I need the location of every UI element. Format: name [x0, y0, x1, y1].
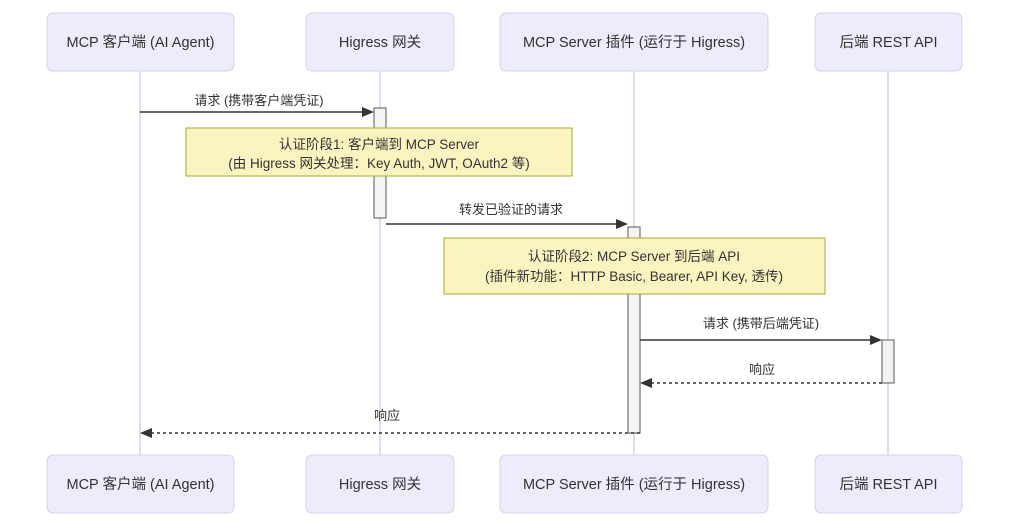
- message-label-m2: 转发已验证的请求: [459, 202, 563, 217]
- participant-box-backend-bottom[interactable]: [814, 454, 963, 514]
- message-label-m3: 请求 (携带后端凭证): [703, 316, 819, 331]
- arrow-head-m3: [870, 335, 882, 345]
- message-m5: 响应: [140, 408, 640, 438]
- message-m4: 响应: [640, 362, 882, 388]
- note-box-note2: [443, 237, 826, 295]
- participant-footer-plugin[interactable]: MCP Server 插件 (运行于 Higress): [499, 454, 769, 514]
- message-m3: 请求 (携带后端凭证): [640, 316, 882, 345]
- arrow-head-m2: [616, 219, 628, 229]
- note-line1-note2: 认证阶段2: MCP Server 到后端 API: [528, 249, 740, 264]
- arrow-head-m1: [362, 107, 374, 117]
- participant-box-backend-top[interactable]: [814, 12, 963, 72]
- participant-label-backend-top: 后端 REST API: [839, 34, 937, 51]
- participant-label-backend-bottom: 后端 REST API: [839, 476, 937, 493]
- participant-label-client-bottom: MCP 客户端 (AI Agent): [67, 476, 215, 493]
- participant-header-higress[interactable]: Higress 网关: [305, 12, 455, 72]
- participant-label-higress-bottom: Higress 网关: [339, 476, 421, 493]
- participant-box-plugin-bottom[interactable]: [499, 454, 769, 514]
- participant-footer-client[interactable]: MCP 客户端 (AI Agent): [46, 454, 235, 514]
- message-m1: 请求 (携带客户端凭证): [140, 93, 374, 117]
- participant-box-higress-bottom[interactable]: [305, 454, 455, 514]
- participant-box-higress-top[interactable]: [305, 12, 455, 72]
- note-line2-note1: (由 Higress 网关处理：Key Auth, JWT, OAuth2 等): [228, 155, 530, 171]
- activation-bar-backend: [881, 339, 895, 384]
- note-line2-note2: (插件新功能：HTTP Basic, Bearer, API Key, 透传): [485, 269, 783, 284]
- participant-header-client[interactable]: MCP 客户端 (AI Agent): [46, 12, 235, 72]
- note-note1: 认证阶段1: 客户端到 MCP Server (由 Higress 网关处理：K…: [185, 127, 573, 177]
- participant-header-backend[interactable]: 后端 REST API: [814, 12, 963, 72]
- participant-label-plugin-top: MCP Server 插件 (运行于 Higress): [523, 34, 745, 51]
- message-m2: 转发已验证的请求: [386, 202, 628, 229]
- participant-box-plugin-top[interactable]: [499, 12, 769, 72]
- note-note2: 认证阶段2: MCP Server 到后端 API (插件新功能：HTTP Ba…: [443, 237, 826, 295]
- participant-box-client-bottom[interactable]: [46, 454, 235, 514]
- participant-label-plugin-bottom: MCP Server 插件 (运行于 Higress): [523, 476, 745, 493]
- note-line1-note1: 认证阶段1: 客户端到 MCP Server: [279, 136, 480, 152]
- participant-header-plugin[interactable]: MCP Server 插件 (运行于 Higress): [499, 12, 769, 72]
- participant-box-client-top[interactable]: [46, 12, 235, 72]
- arrow-head-m5: [140, 428, 152, 438]
- participant-label-client-top: MCP 客户端 (AI Agent): [67, 34, 215, 51]
- message-label-m1: 请求 (携带客户端凭证): [194, 93, 323, 108]
- message-label-m5: 响应: [374, 408, 400, 423]
- message-label-m4: 响应: [749, 362, 775, 377]
- note-box-note1: [185, 127, 573, 177]
- participant-label-higress-top: Higress 网关: [339, 34, 421, 51]
- participant-footer-higress[interactable]: Higress 网关: [305, 454, 455, 514]
- arrow-head-m4: [640, 378, 652, 388]
- participant-footer-backend[interactable]: 后端 REST API: [814, 454, 963, 514]
